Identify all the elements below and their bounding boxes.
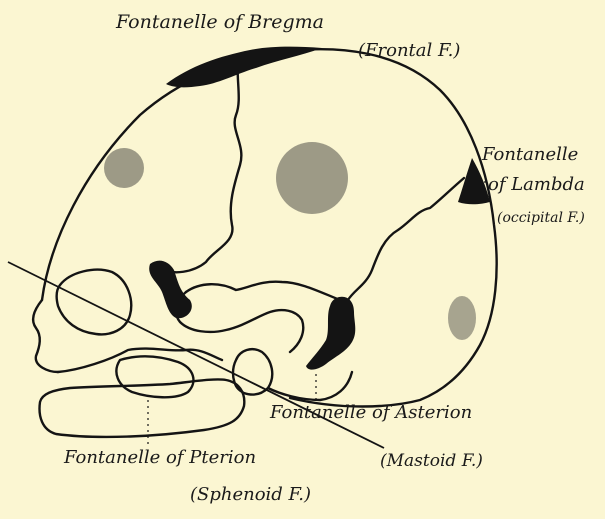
squamous-suture [186, 282, 340, 300]
lambda-label-line2: of Lambda [488, 174, 585, 195]
mandible-outline [40, 379, 245, 437]
lambdoid-suture [348, 178, 464, 300]
parietal-ossification-center [276, 142, 348, 214]
tympanic-outline [116, 356, 193, 397]
occipital-ossification-center [448, 296, 476, 340]
pterion-alt-label: (Sphenoid F.) [190, 484, 311, 505]
bregma-alt-label: (Frontal F.) [358, 40, 460, 61]
occipital-base-outline [268, 372, 352, 400]
pterion-label: Fontanelle of Pterion [63, 447, 256, 468]
orbit-outline [57, 270, 132, 335]
maxilla-outline [58, 349, 222, 372]
bregma-label: Fontanelle of Bregma [115, 11, 324, 33]
lambda-label-line1: Fontanelle [481, 144, 578, 165]
lambda-alt-label: (occipital F.) [497, 210, 585, 226]
skull-outline [33, 49, 497, 437]
asterion-alt-label: (Mastoid F.) [380, 451, 483, 471]
bregma-fontanelle [166, 47, 322, 88]
cranial-vault-outline [42, 49, 497, 406]
frontal-ossification-center [104, 148, 144, 188]
nasal-outline [33, 300, 58, 372]
zygomatic-outline [176, 292, 304, 352]
asterion-fontanelle [306, 297, 355, 370]
pterion-fontanelle [149, 261, 192, 319]
asterion-label: Fontanelle of Asterion [269, 402, 472, 423]
